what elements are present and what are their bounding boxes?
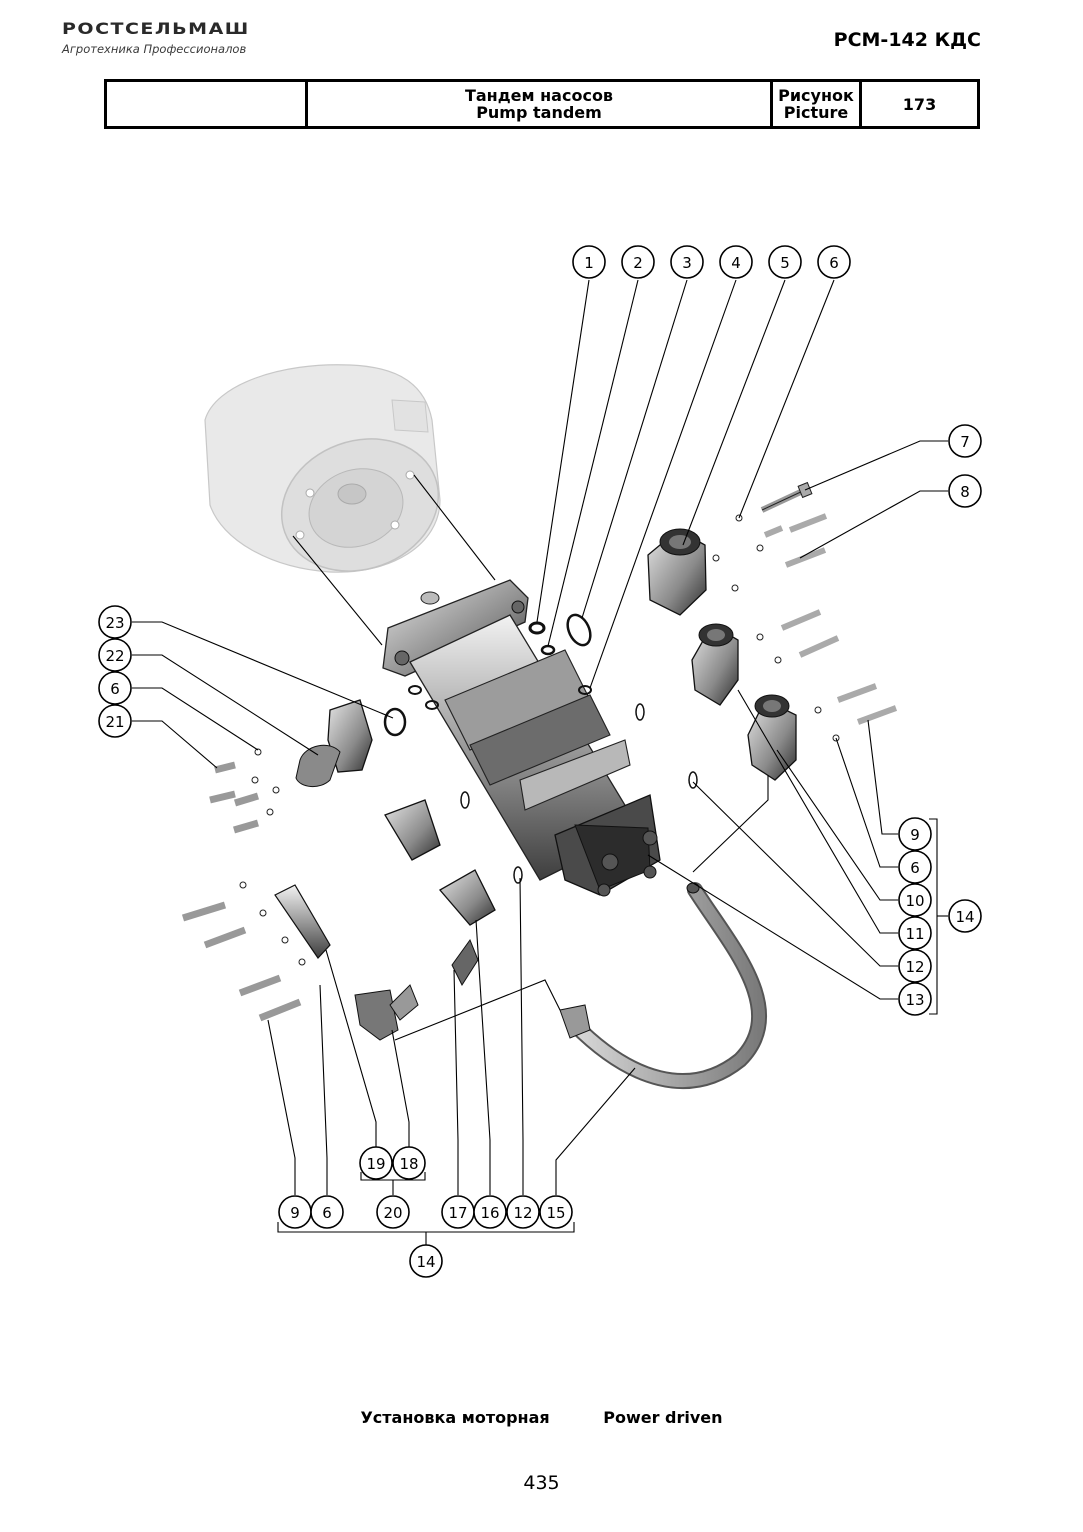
alignment-line <box>413 474 496 581</box>
callout-12-right: 12 <box>898 949 932 983</box>
group-brackets <box>277 818 948 1245</box>
callout-label: 16 <box>480 1204 499 1222</box>
callout-4: 4 <box>719 245 753 279</box>
callout-5: 5 <box>768 245 802 279</box>
fitting-blocks <box>354 799 496 1041</box>
callout-22: 22 <box>98 638 132 672</box>
page-number: 435 <box>523 1472 560 1494</box>
callout-6-top: 6 <box>817 245 851 279</box>
callout-2: 2 <box>621 245 655 279</box>
callout-label: 15 <box>546 1204 565 1222</box>
callout-label: 1 <box>584 254 594 272</box>
callout-label: 22 <box>105 647 124 665</box>
callout-10: 10 <box>898 883 932 917</box>
callout-9-bottom: 9 <box>278 1195 312 1229</box>
logo-brand-text: РОСТСЕЛЬМАШ <box>62 20 250 39</box>
callout-label: 5 <box>780 254 790 272</box>
callout-18: 18 <box>392 1146 426 1180</box>
callout-11: 11 <box>898 916 932 950</box>
brand-logo: РОСТСЕЛЬМАШ Агротехника Профессионалов <box>62 20 302 56</box>
alignment-line <box>292 535 383 646</box>
callout-label: 4 <box>731 254 741 272</box>
callout-label: 20 <box>383 1204 402 1222</box>
title-ru: Тандем насосов <box>464 86 614 105</box>
callout-label: 6 <box>110 680 120 698</box>
caption-en: Power driven <box>603 1408 723 1427</box>
callout-label: 9 <box>910 826 920 844</box>
callout-8: 8 <box>948 474 982 508</box>
callout-label: 11 <box>905 925 924 943</box>
title-block-empty-cell <box>104 79 308 129</box>
callout-label: 12 <box>513 1204 532 1222</box>
callout-21: 21 <box>98 704 132 738</box>
callout-label: 23 <box>105 614 124 632</box>
fitting-lower-left <box>181 881 331 1022</box>
figure-label-ru: Рисунок <box>778 86 854 105</box>
bolts-right <box>712 481 898 742</box>
callout-14-bottom: 14 <box>409 1244 443 1278</box>
model-name: РСМ-142 КДС <box>833 29 981 51</box>
callout-1: 1 <box>572 245 606 279</box>
callout-label: 2 <box>633 254 643 272</box>
callout-19: 19 <box>359 1146 393 1180</box>
callout-label: 19 <box>366 1155 385 1173</box>
callout-6-right: 6 <box>898 850 932 884</box>
port-flanges <box>647 528 797 781</box>
callout-16: 16 <box>473 1195 507 1229</box>
elbow-flange-left <box>209 699 373 834</box>
callout-17: 17 <box>441 1195 475 1229</box>
callout-label: 6 <box>910 859 920 877</box>
callout-label: 21 <box>105 713 124 731</box>
callout-label: 7 <box>960 433 970 451</box>
callout-label: 9 <box>290 1204 300 1222</box>
callout-15: 15 <box>539 1195 573 1229</box>
leader-lines <box>132 279 948 1195</box>
figure-number-cell: 173 <box>859 79 980 129</box>
callout-label: 10 <box>905 892 924 910</box>
assembly-caption: Установка моторная Power driven <box>0 1408 1083 1427</box>
callout-7: 7 <box>948 424 982 458</box>
callout-label: 8 <box>960 483 970 501</box>
caption-ru: Установка моторная <box>360 1408 550 1427</box>
callout-13: 13 <box>898 982 932 1016</box>
callout-label: 18 <box>399 1155 418 1173</box>
title-block: Тандем насосов Pump tandem Рисунок Pictu… <box>104 79 980 129</box>
figure-label-cell: Рисунок Picture <box>770 79 862 129</box>
callout-label: 12 <box>905 958 924 976</box>
callout-12-bottom: 12 <box>506 1195 540 1229</box>
gearbox-housing <box>204 364 441 573</box>
callout-label: 6 <box>322 1204 332 1222</box>
o-rings <box>383 613 698 884</box>
logo-tagline: Агротехника Профессионалов <box>62 42 247 56</box>
callout-label: 14 <box>416 1253 435 1271</box>
callout-label: 3 <box>682 254 692 272</box>
callout-6-left: 6 <box>98 671 132 705</box>
figure-label-en: Picture <box>783 103 849 122</box>
callout-6-bottom: 6 <box>310 1195 344 1229</box>
callout-14-right: 14 <box>948 899 982 933</box>
callout-20: 20 <box>376 1195 410 1229</box>
callout-23: 23 <box>98 605 132 639</box>
callout-label: 14 <box>955 908 974 926</box>
title-cell: Тандем насосов Pump tandem <box>305 79 773 129</box>
callout-label: 13 <box>905 991 924 1009</box>
callout-label: 6 <box>829 254 839 272</box>
pump-tandem <box>382 579 661 897</box>
hose <box>559 882 768 1089</box>
title-en: Pump tandem <box>476 103 602 122</box>
callout-9-right: 9 <box>898 817 932 851</box>
callout-label: 17 <box>448 1204 467 1222</box>
callout-3: 3 <box>670 245 704 279</box>
